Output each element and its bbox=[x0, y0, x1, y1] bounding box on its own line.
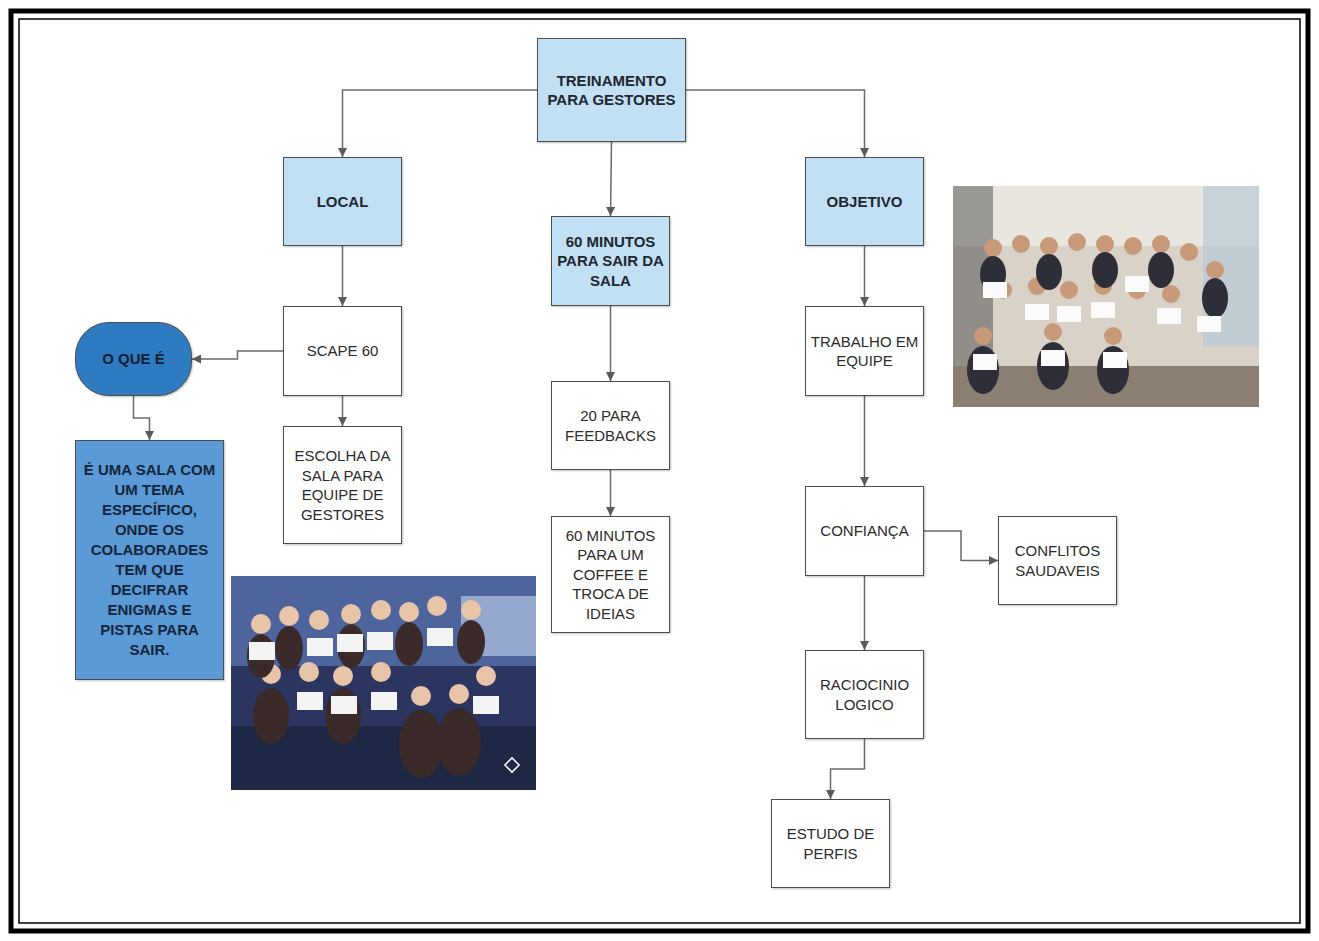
connector-arrow bbox=[134, 396, 150, 440]
node-text: OBJETIVO bbox=[827, 192, 903, 212]
process-box: 20 PARA FEEDBACKS bbox=[551, 381, 670, 470]
process-box: SCAPE 60 bbox=[283, 306, 402, 396]
category-box: 60 MINUTOS PARA SAIR DA SALA bbox=[551, 216, 670, 306]
process-box: RACIOCINIO LOGICO bbox=[805, 650, 924, 739]
question-pill: O QUE É bbox=[75, 322, 192, 396]
category-box: LOCAL bbox=[283, 157, 402, 246]
category-box: OBJETIVO bbox=[805, 157, 924, 246]
process-box: ESTUDO DE PERFIS bbox=[771, 799, 890, 888]
node-text: 60 MINUTOS PARA UM COFFEE E TROCA DE IDE… bbox=[556, 526, 665, 624]
node-text: 60 MINUTOS PARA SAIR DA SALA bbox=[556, 232, 665, 291]
process-box: ESCOLHA DA SALA PARA EQUIPE DE GESTORES bbox=[283, 426, 402, 544]
connector-arrow bbox=[924, 531, 998, 561]
root-box: TREINAMENTO PARA GESTORES bbox=[537, 38, 686, 142]
node-text: CONFLITOS SAUDAVEIS bbox=[1003, 541, 1112, 580]
connector-arrow bbox=[611, 142, 612, 216]
connector-arrow bbox=[192, 351, 283, 359]
connector-arrow bbox=[610, 470, 612, 516]
node-text: É UMA SALA COM UM TEMA ESPECÍFICO, ONDE … bbox=[82, 460, 217, 659]
connector-arrow bbox=[343, 90, 538, 157]
process-box: 60 MINUTOS PARA UM COFFEE E TROCA DE IDE… bbox=[551, 516, 670, 633]
process-box: TRABALHO EM EQUIPE bbox=[805, 306, 924, 396]
node-text: LOCAL bbox=[317, 192, 369, 212]
connector-arrow bbox=[342, 246, 344, 306]
connector-arrow bbox=[686, 90, 865, 157]
connector-arrow bbox=[831, 739, 865, 799]
node-text: SCAPE 60 bbox=[307, 341, 379, 361]
connector-arrow bbox=[864, 246, 866, 306]
description-box: É UMA SALA COM UM TEMA ESPECÍFICO, ONDE … bbox=[75, 440, 224, 680]
group-photo bbox=[953, 186, 1259, 407]
node-text: O QUE É bbox=[102, 349, 165, 369]
node-text: ESTUDO DE PERFIS bbox=[776, 824, 885, 863]
inner-frame bbox=[19, 19, 1300, 923]
node-text: RACIOCINIO LOGICO bbox=[810, 675, 919, 714]
process-box: CONFIANÇA bbox=[805, 486, 924, 576]
connector-arrow bbox=[342, 396, 344, 426]
node-text: TRABALHO EM EQUIPE bbox=[810, 332, 919, 371]
node-text: ESCOLHA DA SALA PARA EQUIPE DE GESTORES bbox=[288, 446, 397, 524]
outer-frame bbox=[11, 11, 1308, 931]
process-box: CONFLITOS SAUDAVEIS bbox=[998, 516, 1117, 605]
connector-arrow bbox=[864, 576, 866, 650]
node-text: TREINAMENTO PARA GESTORES bbox=[542, 71, 681, 110]
node-text: 20 PARA FEEDBACKS bbox=[556, 406, 665, 445]
connector-arrow bbox=[610, 306, 612, 381]
node-text: CONFIANÇA bbox=[820, 521, 908, 541]
group-photo bbox=[231, 576, 536, 790]
connector-arrow bbox=[864, 396, 866, 486]
